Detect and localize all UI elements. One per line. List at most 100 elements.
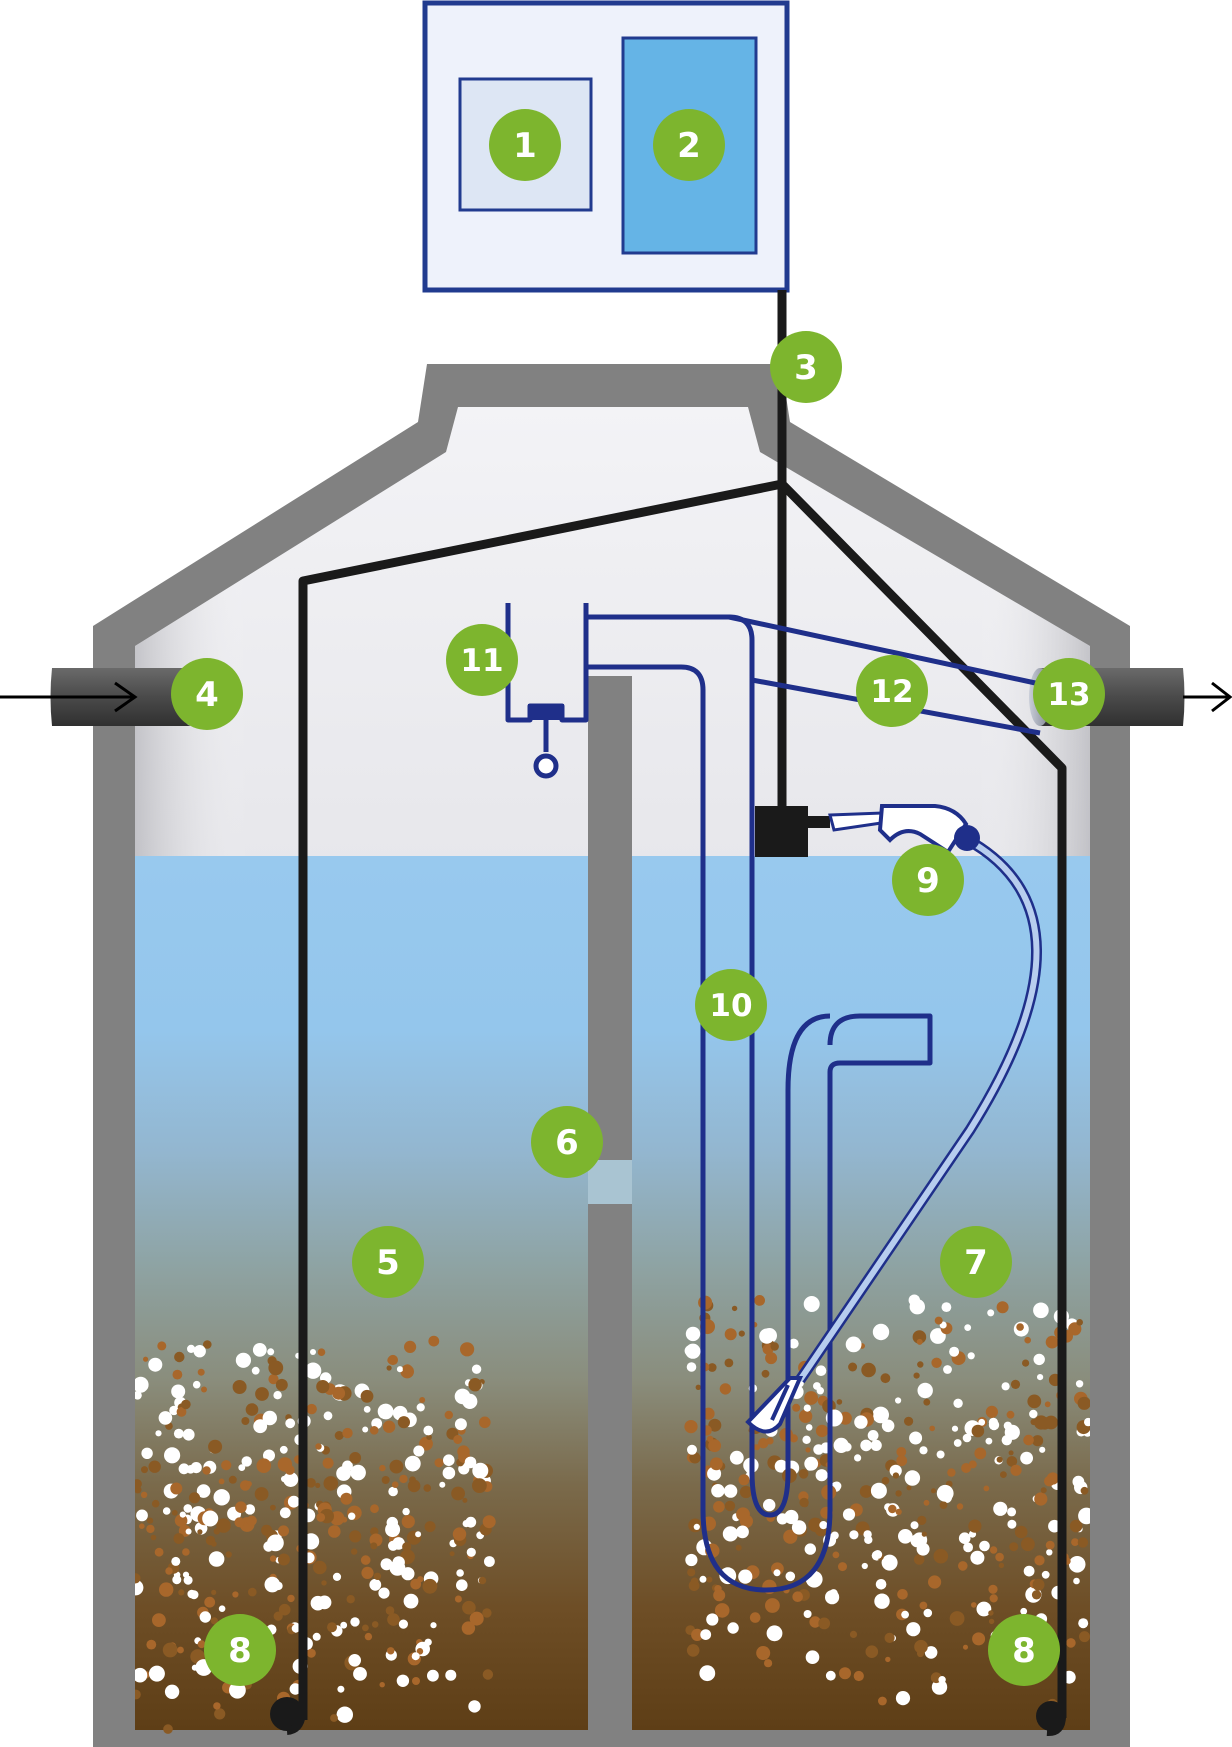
badge-6: 6 <box>531 1106 603 1178</box>
return-line-upper <box>728 614 1041 687</box>
sludge-bubble <box>842 1442 852 1452</box>
badge-9: 9 <box>892 844 964 916</box>
sludge-bubble <box>953 1398 963 1409</box>
sludge-bubble <box>380 1558 393 1571</box>
sludge-particle <box>171 1509 178 1516</box>
sludge-particle <box>765 1352 778 1365</box>
sludge-particle <box>322 1457 334 1469</box>
tank-floor <box>93 1730 1130 1747</box>
sludge-particle <box>892 1472 900 1479</box>
sludge-particle <box>148 1460 161 1473</box>
sludge-bubble <box>723 1484 738 1498</box>
sludge-bubble <box>964 1324 972 1331</box>
sludge-bubble <box>251 1366 260 1375</box>
sludge-bubble <box>976 1601 992 1617</box>
sludge-bubble <box>958 1532 971 1544</box>
sludge-particle <box>315 1482 321 1488</box>
sludge-particle <box>1000 1471 1007 1478</box>
sludge-particle <box>316 1513 326 1522</box>
sludge-bubble <box>924 1646 938 1659</box>
sludge-particle <box>928 1575 942 1589</box>
sludge-particle <box>255 1387 269 1401</box>
sludge-bubble <box>155 1430 162 1437</box>
sludge-bubble <box>377 1403 394 1420</box>
sludge-bubble <box>267 1348 275 1356</box>
badge-12-label: 12 <box>870 674 913 710</box>
sludge-particles-right <box>684 1294 1090 1711</box>
sludge-particle <box>273 1611 283 1621</box>
sludge-particle <box>1044 1415 1058 1430</box>
sludge-particle <box>397 1416 410 1429</box>
sludge-particle <box>754 1295 765 1306</box>
sludge-bubble <box>179 1511 186 1518</box>
sludge-particle <box>687 1568 696 1577</box>
sludge-particle <box>216 1518 231 1533</box>
sludge-particle <box>139 1523 145 1529</box>
sludge-bubble <box>218 1605 226 1612</box>
sludge-bubble <box>1007 1519 1017 1529</box>
sludge-particle <box>379 1682 385 1688</box>
sludge-particle <box>1071 1538 1079 1546</box>
sludge-particle <box>462 1497 468 1503</box>
airlift-pipe-outer <box>583 664 933 1593</box>
sludge-particle <box>426 1434 432 1440</box>
sludge-particle <box>330 1714 338 1722</box>
sludge-particle <box>157 1341 167 1351</box>
sludge-bubble <box>337 1685 345 1693</box>
sludge-bubble <box>1003 1421 1012 1430</box>
sludge-particle <box>147 1517 154 1524</box>
sludge-bubble <box>711 1484 725 1498</box>
sludge-particle <box>859 1485 873 1498</box>
sludge-particle <box>1080 1486 1089 1495</box>
sludge-particle <box>1022 1359 1030 1367</box>
sludge-bubble <box>279 1445 288 1454</box>
sludge-particle <box>880 1373 891 1384</box>
sludge-bubble <box>987 1309 995 1317</box>
sludge-bubble <box>323 1411 333 1421</box>
sludge-particle <box>799 1497 809 1508</box>
sludge-bubble <box>1020 1607 1028 1615</box>
sludge-particle <box>151 1499 160 1508</box>
sludge-particle <box>469 1611 484 1626</box>
sludge-bubble <box>849 1530 859 1540</box>
sludge-particle <box>315 1443 322 1450</box>
sludge-particle <box>1031 1590 1042 1600</box>
sludge-particle <box>731 1305 738 1312</box>
sludge-particle <box>135 1689 141 1700</box>
sludge-bubble <box>148 1665 165 1682</box>
sludge-particle <box>1044 1401 1051 1408</box>
sludge-bubble <box>336 1706 353 1723</box>
sludge-particle <box>422 1578 438 1594</box>
sludge-particle <box>360 1555 371 1565</box>
sludge-bubble <box>1068 1556 1086 1573</box>
sludge-particle <box>713 1589 726 1602</box>
sludge-particle <box>197 1529 203 1535</box>
sludge-particle <box>152 1613 166 1627</box>
sludge-bubble <box>909 1431 923 1445</box>
sludge-particle <box>306 1403 317 1415</box>
sludge-particle <box>939 1501 948 1509</box>
sludge-particle <box>334 1431 344 1440</box>
sludge-particle <box>203 1340 212 1349</box>
sludge-bubble <box>1029 1409 1038 1419</box>
sludge-particle <box>710 1457 723 1471</box>
sludge-bubble <box>427 1669 439 1682</box>
sludge-particle <box>346 1595 355 1604</box>
sludge-particle <box>449 1551 455 1557</box>
sludge-particle <box>461 1621 476 1635</box>
sludge-bubble <box>158 1411 173 1425</box>
sludge-particle <box>912 1330 927 1344</box>
sludge-particle <box>818 1617 831 1630</box>
sludge-bubble <box>951 1425 959 1432</box>
sludge-particle <box>956 1503 964 1510</box>
badge-8-left-label: 8 <box>228 1631 252 1671</box>
badge-4-label: 4 <box>195 675 219 715</box>
sludge-bubble <box>484 1556 495 1567</box>
sludge-particle <box>849 1630 858 1638</box>
sludge-bubble <box>415 1531 422 1538</box>
sludge-bubble <box>1007 1507 1017 1517</box>
sludge-particle <box>1032 1578 1045 1591</box>
sludge-bubble <box>468 1700 481 1713</box>
sludge-particle <box>328 1525 341 1538</box>
sludge-bubble <box>938 1676 946 1684</box>
